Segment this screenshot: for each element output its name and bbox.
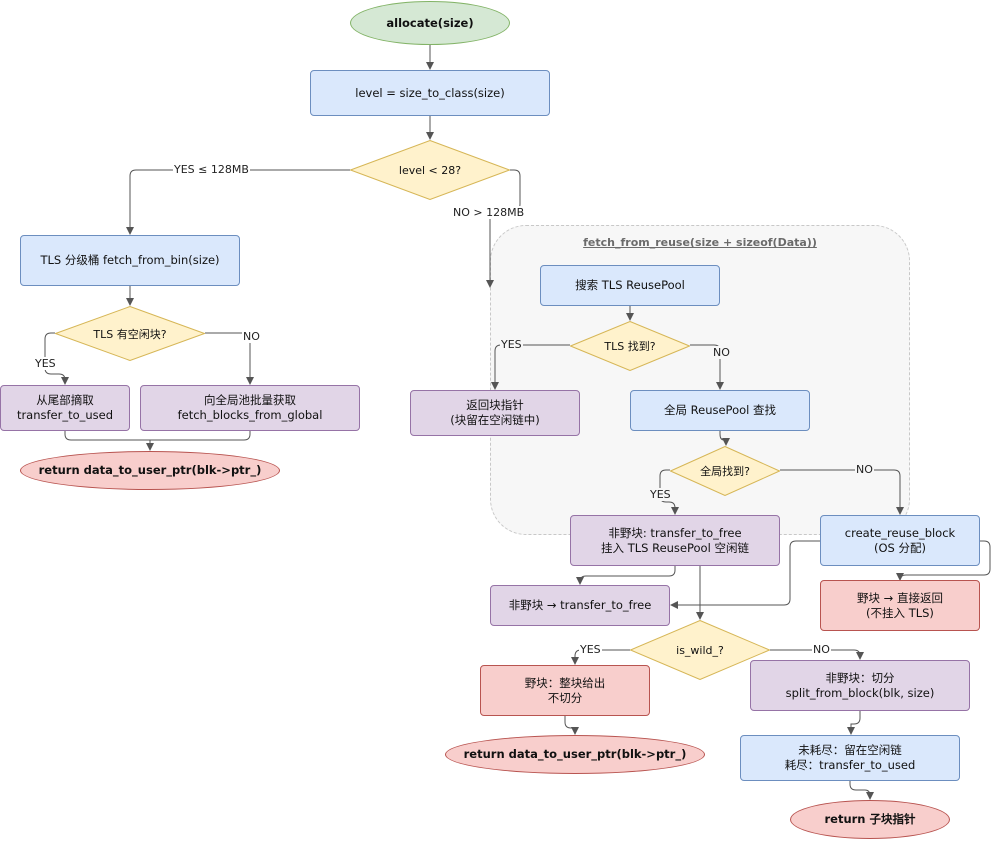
tls-bin-box: TLS 分级桶 fetch_from_bin(size) xyxy=(20,235,240,286)
non-wild-transfer-box: 非野块: transfer_to_free 挂入 TLS ReusePool 空… xyxy=(570,515,780,566)
edge-transfer-down xyxy=(576,566,676,585)
search-tls-reuse-box: 搜索 TLS ReusePool xyxy=(540,265,720,306)
edge-batch-to-return xyxy=(150,431,251,441)
edge-label-reuse-yes: YES xyxy=(500,338,523,351)
edge-label-tls-yes: YES xyxy=(34,357,57,370)
is-wild-decision: is_wild_? xyxy=(630,620,770,680)
non-wild-transfer2-box: 非野块 → transfer_to_free xyxy=(490,585,670,626)
edge-check-yes xyxy=(126,169,350,235)
global-batch-box: 向全局池批量获取 fetch_blocks_from_global xyxy=(140,385,360,431)
wild-whole-box: 野块：整块给出 不切分 xyxy=(480,665,650,716)
edge-label-yes-small: YES ≤ 128MB xyxy=(173,163,250,176)
wild-direct-return-box: 野块 → 直接返回 (不挂入 TLS) xyxy=(820,580,980,631)
level-calc-box: level = size_to_class(size) xyxy=(310,70,550,116)
group-title: fetch_from_reuse(size + sizeof(Data)) xyxy=(583,236,817,249)
edge-label-reuse-no: NO xyxy=(712,346,731,359)
tls-found-decision: TLS 找到? xyxy=(570,321,690,371)
edge-split-to-remain xyxy=(847,711,861,735)
edge-remain-to-return xyxy=(849,781,874,800)
edge-label-global-yes: YES xyxy=(649,488,672,501)
is-wild-label: is_wild_? xyxy=(676,643,724,657)
level-check-decision: level < 28? xyxy=(350,140,510,200)
return-block-ptr-box: 返回块指针 (块留在空闲链中) xyxy=(410,390,580,436)
level-check-label: level < 28? xyxy=(398,163,462,177)
allocate-start: allocate(size) xyxy=(350,1,510,45)
return-large-terminal: return data_to_user_ptr(blk->ptr_) xyxy=(445,735,705,774)
tls-has-free-label: TLS 有空闲块? xyxy=(93,327,167,341)
tail-take-box: 从尾部摘取 transfer_to_used xyxy=(0,385,130,431)
non-wild-split-box: 非野块：切分 split_from_block(blk, size) xyxy=(750,660,970,711)
create-reuse-block-box: create_reuse_block (OS 分配) xyxy=(820,515,980,566)
return-sub-terminal: return 子块指针 xyxy=(790,800,950,839)
edge-label-wild-no: NO xyxy=(812,643,831,656)
edge-label-global-no: NO xyxy=(855,463,874,476)
edge-label-wild-yes: YES xyxy=(579,643,602,656)
global-found-decision: 全局找到? xyxy=(670,446,780,496)
return-small-terminal: return data_to_user_ptr(blk->ptr_) xyxy=(20,451,280,490)
edge-label-no-large: NO > 128MB xyxy=(452,206,526,219)
edge-whole-to-return xyxy=(564,716,579,735)
remain-check-box: 未耗尽：留在空闲链 耗尽：transfer_to_used xyxy=(740,735,960,781)
global-found-label: 全局找到? xyxy=(700,465,750,478)
global-reuse-search-box: 全局 ReusePool 查找 xyxy=(630,390,810,431)
tls-found-label: TLS 找到? xyxy=(604,340,656,353)
edge-label-tls-no: NO xyxy=(242,330,261,343)
tls-has-free-decision: TLS 有空闲块? xyxy=(55,306,205,361)
edge-tail-to-return xyxy=(64,431,154,451)
